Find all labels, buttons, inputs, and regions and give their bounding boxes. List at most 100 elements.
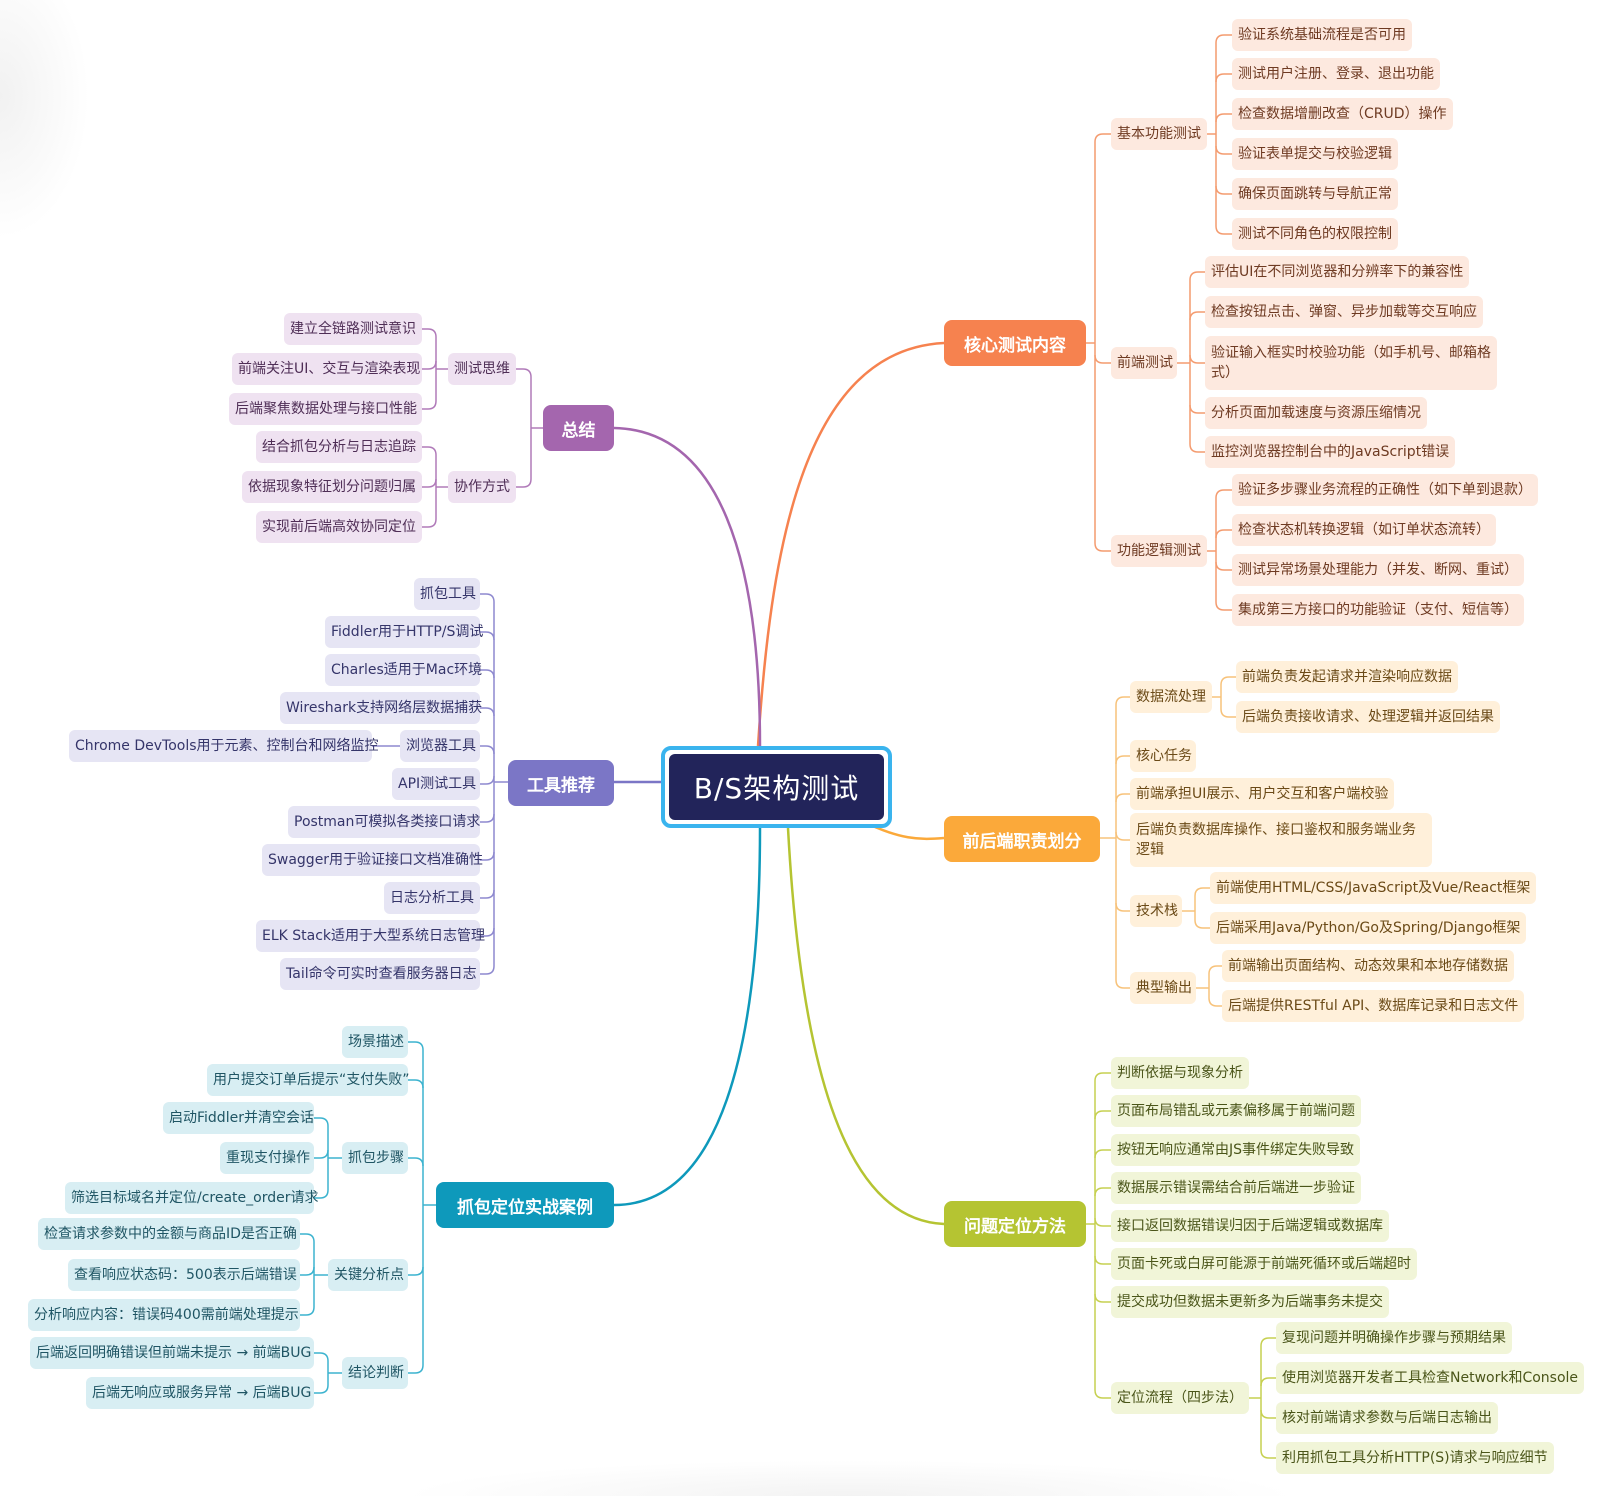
locate-four-steps[interactable]: 定位流程（四步法） bbox=[1111, 1382, 1249, 1414]
connector-line bbox=[314, 1149, 329, 1159]
connector-line bbox=[1094, 1217, 1111, 1227]
core-basic-item[interactable]: 确保页面跳转与导航正常 bbox=[1232, 178, 1398, 210]
connector-line bbox=[1220, 708, 1236, 718]
connector-line bbox=[314, 1384, 329, 1394]
case-verdict[interactable]: 结论判断 bbox=[342, 1357, 408, 1389]
connector-line bbox=[516, 478, 532, 488]
summary-mind-item[interactable]: 前端关注UI、交互与渲染表现 bbox=[232, 353, 422, 385]
duty-core-task[interactable]: 核心任务 bbox=[1130, 740, 1196, 772]
case-verdict-item[interactable]: 后端无响应或服务异常 → 后端BUG bbox=[86, 1377, 314, 1409]
core-frontend-item[interactable]: 分析页面加载速度与资源压缩情况 bbox=[1205, 397, 1427, 429]
duty-frontend-task[interactable]: 前端承担UI展示、用户交互和客户端校验 bbox=[1130, 778, 1395, 810]
summary-mind-item[interactable]: 建立全链路测试意识 bbox=[284, 313, 422, 345]
core-logic-item[interactable]: 验证多步骤业务流程的正确性（如下单到退款） bbox=[1232, 474, 1538, 506]
summary-mindset[interactable]: 测试思维 bbox=[448, 353, 516, 385]
tool-item[interactable]: 抓包工具 bbox=[414, 578, 480, 610]
connector-line bbox=[1115, 696, 1130, 706]
tool-item[interactable]: 浏览器工具 bbox=[400, 730, 480, 762]
core-logic-item[interactable]: 测试异常场景处理能力（并发、断网、重试） bbox=[1232, 554, 1524, 586]
duty-output-item[interactable]: 后端提供RESTful API、数据库记录和日志文件 bbox=[1222, 990, 1525, 1022]
case-key-analysis[interactable]: 关键分析点 bbox=[328, 1259, 408, 1291]
case-capture-steps[interactable]: 抓包步骤 bbox=[342, 1142, 408, 1174]
locate-item[interactable]: 按钮无响应通常由JS事件绑定失败导致 bbox=[1111, 1134, 1361, 1166]
core-basic-item[interactable]: 验证表单提交与校验逻辑 bbox=[1232, 138, 1398, 170]
case-analysis-item[interactable]: 检查请求参数中的金额与商品ID是否正确 bbox=[38, 1218, 300, 1250]
core-frontend-item[interactable]: 评估UI在不同浏览器和分辨率下的兼容性 bbox=[1205, 256, 1470, 288]
tool-item[interactable]: Charles适用于Mac环境 bbox=[325, 654, 482, 686]
connector-line bbox=[480, 889, 495, 899]
branch-summary[interactable]: 总结 bbox=[543, 405, 614, 451]
locate-step-item[interactable]: 使用浏览器开发者工具检查Network和Console bbox=[1276, 1362, 1585, 1394]
core-frontend-item[interactable]: 验证输入框实时校验功能（如手机号、邮箱格式） bbox=[1205, 336, 1497, 390]
core-basic-item[interactable]: 验证系统基础流程是否可用 bbox=[1232, 19, 1412, 51]
connector-line bbox=[480, 965, 495, 975]
branch-problem-locating[interactable]: 问题定位方法 bbox=[944, 1201, 1086, 1247]
summary-collab-item[interactable]: 结合抓包分析与日志追踪 bbox=[256, 431, 422, 463]
summary-mind-item[interactable]: 后端聚焦数据处理与接口性能 bbox=[229, 393, 422, 425]
case-analysis-item[interactable]: 分析响应内容：错误码400需前端处理提示 bbox=[28, 1299, 300, 1331]
branch-capture-case[interactable]: 抓包定位实战案例 bbox=[436, 1182, 614, 1228]
duty-stack-item[interactable]: 后端采用Java/Python/Go及Spring/Django框架 bbox=[1210, 912, 1527, 944]
connector-line bbox=[1208, 965, 1222, 975]
tool-browser-detail[interactable]: Chrome DevTools用于元素、控制台和网络监控 bbox=[69, 730, 379, 762]
connector-line bbox=[1260, 1337, 1276, 1347]
connector-line bbox=[422, 478, 437, 488]
tool-item[interactable]: ELK Stack适用于大型系统日志管理 bbox=[256, 920, 485, 952]
core-logic-item[interactable]: 集成第三方接口的功能验证（支付、短信等） bbox=[1232, 594, 1524, 626]
root-node[interactable]: B/S架构测试 bbox=[661, 746, 892, 828]
duty-typical-output[interactable]: 典型输出 bbox=[1130, 972, 1196, 1004]
locate-item[interactable]: 页面卡死或白屏可能源于前端死循环或后端超时 bbox=[1111, 1248, 1417, 1280]
case-scene-item[interactable]: 用户提交订单后提示“支付失败” bbox=[207, 1064, 410, 1096]
duty-stack-item[interactable]: 前端使用HTML/CSS/JavaScript及Vue/React框架 bbox=[1210, 872, 1537, 904]
locate-step-item[interactable]: 利用抓包工具分析HTTP(S)请求与响应细节 bbox=[1276, 1442, 1554, 1474]
tool-item[interactable]: Fiddler用于HTTP/S调试 bbox=[325, 616, 483, 648]
core-logic-item[interactable]: 检查状态机转换逻辑（如订单状态流转） bbox=[1232, 514, 1496, 546]
branch-core-testing[interactable]: 核心测试内容 bbox=[944, 320, 1086, 366]
branch-duty-division[interactable]: 前后端职责划分 bbox=[944, 816, 1100, 862]
connector-line bbox=[1215, 529, 1232, 539]
case-verdict-item[interactable]: 后端返回明确错误但前端未提示 → 前端BUG bbox=[30, 1337, 314, 1369]
tool-item[interactable]: Postman可模拟各类接口请求 bbox=[288, 806, 480, 838]
branch-tools[interactable]: 工具推荐 bbox=[508, 760, 614, 806]
tool-item[interactable]: API测试工具 bbox=[392, 768, 480, 800]
case-capture-item[interactable]: 重现支付操作 bbox=[220, 1142, 314, 1174]
tool-item[interactable]: Swagger用于验证接口文档准确性 bbox=[262, 844, 483, 876]
duty-dataflow-item[interactable]: 前端负责发起请求并渲染响应数据 bbox=[1236, 661, 1458, 693]
core-logic-testing[interactable]: 功能逻辑测试 bbox=[1111, 535, 1207, 567]
case-analysis-item[interactable]: 查看响应状态码：500表示后端错误 bbox=[68, 1259, 300, 1291]
connector-line bbox=[1115, 902, 1130, 912]
duty-dataflow[interactable]: 数据流处理 bbox=[1130, 681, 1212, 713]
duty-backend-task[interactable]: 后端负责数据库操作、接口鉴权和服务端业务逻辑 bbox=[1130, 813, 1432, 867]
summary-collab-item[interactable]: 实现前后端高效协同定位 bbox=[256, 511, 422, 543]
locate-item[interactable]: 页面布局错乱或元素偏移属于前端问题 bbox=[1111, 1095, 1361, 1127]
locate-item[interactable]: 判断依据与现象分析 bbox=[1111, 1057, 1249, 1089]
duty-output-item[interactable]: 前端输出页面结构、动态效果和本地存储数据 bbox=[1222, 950, 1514, 982]
duty-dataflow-item[interactable]: 后端负责接收请求、处理逻辑并返回结果 bbox=[1236, 701, 1500, 733]
core-basic-item[interactable]: 检查数据增删改查（CRUD）操作 bbox=[1232, 98, 1453, 130]
locate-step-item[interactable]: 复现问题并明确操作步骤与预期结果 bbox=[1276, 1322, 1512, 1354]
case-capture-item[interactable]: 筛选目标域名并定位/create_order请求 bbox=[65, 1182, 319, 1214]
core-basic-item[interactable]: 测试不同角色的权限控制 bbox=[1232, 218, 1398, 250]
tool-item[interactable]: Tail命令可实时查看服务器日志 bbox=[280, 958, 480, 990]
core-basic-testing[interactable]: 基本功能测试 bbox=[1111, 118, 1207, 150]
case-scene[interactable]: 场景描述 bbox=[342, 1026, 408, 1058]
locate-item[interactable]: 接口返回数据错误归因于后端逻辑或数据库 bbox=[1111, 1210, 1389, 1242]
duty-tech-stack[interactable]: 技术栈 bbox=[1130, 895, 1182, 927]
tool-item[interactable]: 日志分析工具 bbox=[384, 882, 480, 914]
connector-line bbox=[480, 927, 495, 937]
tool-item[interactable]: Wireshark支持网络层数据捕获 bbox=[280, 692, 482, 724]
connector-line bbox=[786, 827, 945, 1226]
case-capture-item[interactable]: 启动Fiddler并清空会话 bbox=[163, 1102, 314, 1134]
core-basic-item[interactable]: 测试用户注册、登录、退出功能 bbox=[1232, 58, 1440, 90]
core-frontend-item[interactable]: 检查按钮点击、弹窗、异步加载等交互响应 bbox=[1205, 296, 1483, 328]
connector-line bbox=[480, 745, 495, 755]
locate-step-item[interactable]: 核对前端请求参数与后端日志输出 bbox=[1276, 1402, 1498, 1434]
core-frontend-item[interactable]: 监控浏览器控制台中的JavaScript错误 bbox=[1205, 436, 1456, 468]
summary-collab-item[interactable]: 依据现象特征划分问题归属 bbox=[242, 471, 422, 503]
locate-item[interactable]: 数据展示错误需结合前后端进一步验证 bbox=[1111, 1172, 1361, 1204]
locate-item[interactable]: 提交成功但数据未更新多为后端事务未提交 bbox=[1111, 1286, 1389, 1318]
core-frontend-testing[interactable]: 前端测试 bbox=[1111, 347, 1177, 379]
summary-collaboration[interactable]: 协作方式 bbox=[448, 471, 516, 503]
connector-line bbox=[480, 593, 495, 603]
